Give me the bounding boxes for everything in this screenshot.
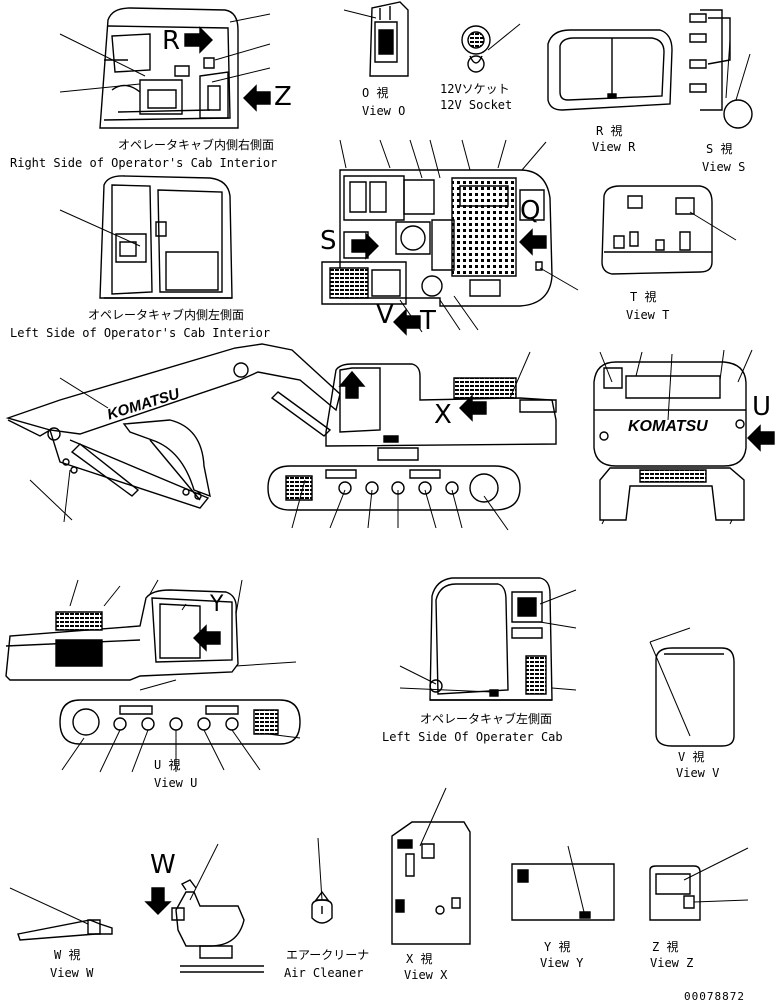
view-x-caption-jp: X 視 <box>406 952 433 966</box>
view-t-caption-jp: T 視 <box>630 290 657 304</box>
view-w-drawing <box>10 844 264 972</box>
view-y-caption-jp: Y 視 <box>544 940 571 954</box>
view-r-caption-jp: R 視 <box>596 124 623 138</box>
excavator-side-leaders <box>30 352 530 530</box>
rear-view-leaders <box>600 350 752 524</box>
aircleaner-drawing <box>312 838 332 923</box>
letter-z: Z <box>274 82 292 112</box>
view-y-caption-en: View Y <box>540 956 584 970</box>
arrow-r <box>185 28 212 52</box>
letter-o: Q <box>520 196 541 226</box>
view-v-caption-jp: V 視 <box>678 750 705 764</box>
view-u-caption-jp: U 視 <box>154 758 181 772</box>
cab-right-caption-jp: オペレータキャブ内側右側面 <box>118 138 275 152</box>
view-s-drawing <box>690 10 752 128</box>
view-r-drawing <box>548 30 672 110</box>
cab-outer-caption-en: Left Side Of Operater Cab <box>382 730 563 744</box>
aircleaner-caption-jp: エアークリーナ <box>286 948 370 962</box>
view-r-caption-en: View R <box>592 140 636 154</box>
top-view-leaders <box>340 140 578 332</box>
top-view-drawing <box>322 170 552 306</box>
view-z-caption-en: View Z <box>650 956 694 970</box>
arrow-u <box>748 426 774 450</box>
cab-left-leaders <box>60 210 140 246</box>
letter-s: S <box>320 226 337 256</box>
arrow-w <box>146 888 170 914</box>
cab-outer-left-drawing <box>430 578 552 700</box>
letter-t: T <box>420 306 436 336</box>
letter-r: R <box>162 26 181 56</box>
arrow-t <box>394 310 420 334</box>
cab-right-leaders <box>60 14 270 92</box>
arrow-o <box>520 230 546 254</box>
letter-u: U <box>752 392 772 422</box>
socket-caption-jp: 12Vソケット <box>440 82 510 96</box>
view-t-drawing <box>602 186 736 274</box>
letter-w: W <box>150 850 176 880</box>
brand-rear: KOMATSU <box>628 418 708 435</box>
socket-caption-en: 12V Socket <box>440 98 513 112</box>
excavator-side-drawing <box>8 344 556 510</box>
view-y-drawing <box>512 846 614 920</box>
view-z-drawing <box>650 848 748 920</box>
view-o-drawing <box>344 2 408 76</box>
view-o-caption-en: View O <box>362 104 406 118</box>
rear-view-drawing <box>594 362 746 520</box>
arrow-s <box>352 234 378 258</box>
view-v-drawing <box>650 628 734 746</box>
view-s-caption-en: View S <box>702 160 746 174</box>
drawing-number: 00078872 <box>684 990 745 1003</box>
view-v-caption-en: View V <box>676 766 720 780</box>
view-u-caption-en: View U <box>154 776 198 790</box>
aircleaner-caption-en: Air Cleaner <box>284 966 364 980</box>
arrow-z <box>244 86 270 110</box>
cab-left-interior-drawing <box>100 176 232 298</box>
arrow-x <box>460 396 486 420</box>
cab-outer-caption-jp: オペレータキャブ左側面 <box>420 712 553 726</box>
arrow-v <box>340 372 364 398</box>
cab-left-caption-en: Left Side of Operator's Cab Interior <box>10 326 271 340</box>
cab-left-caption-jp: オペレータキャブ内側左側面 <box>88 308 245 322</box>
letter-y: Y <box>210 592 224 617</box>
view-s-caption-jp: S 視 <box>706 142 733 156</box>
view-o-caption-jp: O 視 <box>362 86 389 100</box>
view-t-caption-en: View T <box>626 308 670 322</box>
letter-v: V <box>376 300 394 330</box>
cab-right-caption-en: Right Side of Operator's Cab Interior <box>10 156 278 170</box>
view-w-caption-jp: W 視 <box>54 948 81 962</box>
cab-outer-leaders <box>400 590 576 692</box>
letter-x: X <box>434 400 452 430</box>
view-z-caption-jp: Z 視 <box>652 940 679 954</box>
machine-left-leaders <box>62 580 300 772</box>
arrow-y <box>194 626 220 650</box>
socket-drawing <box>462 24 520 72</box>
view-x-caption-en: View X <box>404 968 448 982</box>
view-x-drawing <box>392 788 470 944</box>
machine-left-drawing <box>6 590 300 744</box>
view-w-caption-en: View W <box>50 966 94 980</box>
